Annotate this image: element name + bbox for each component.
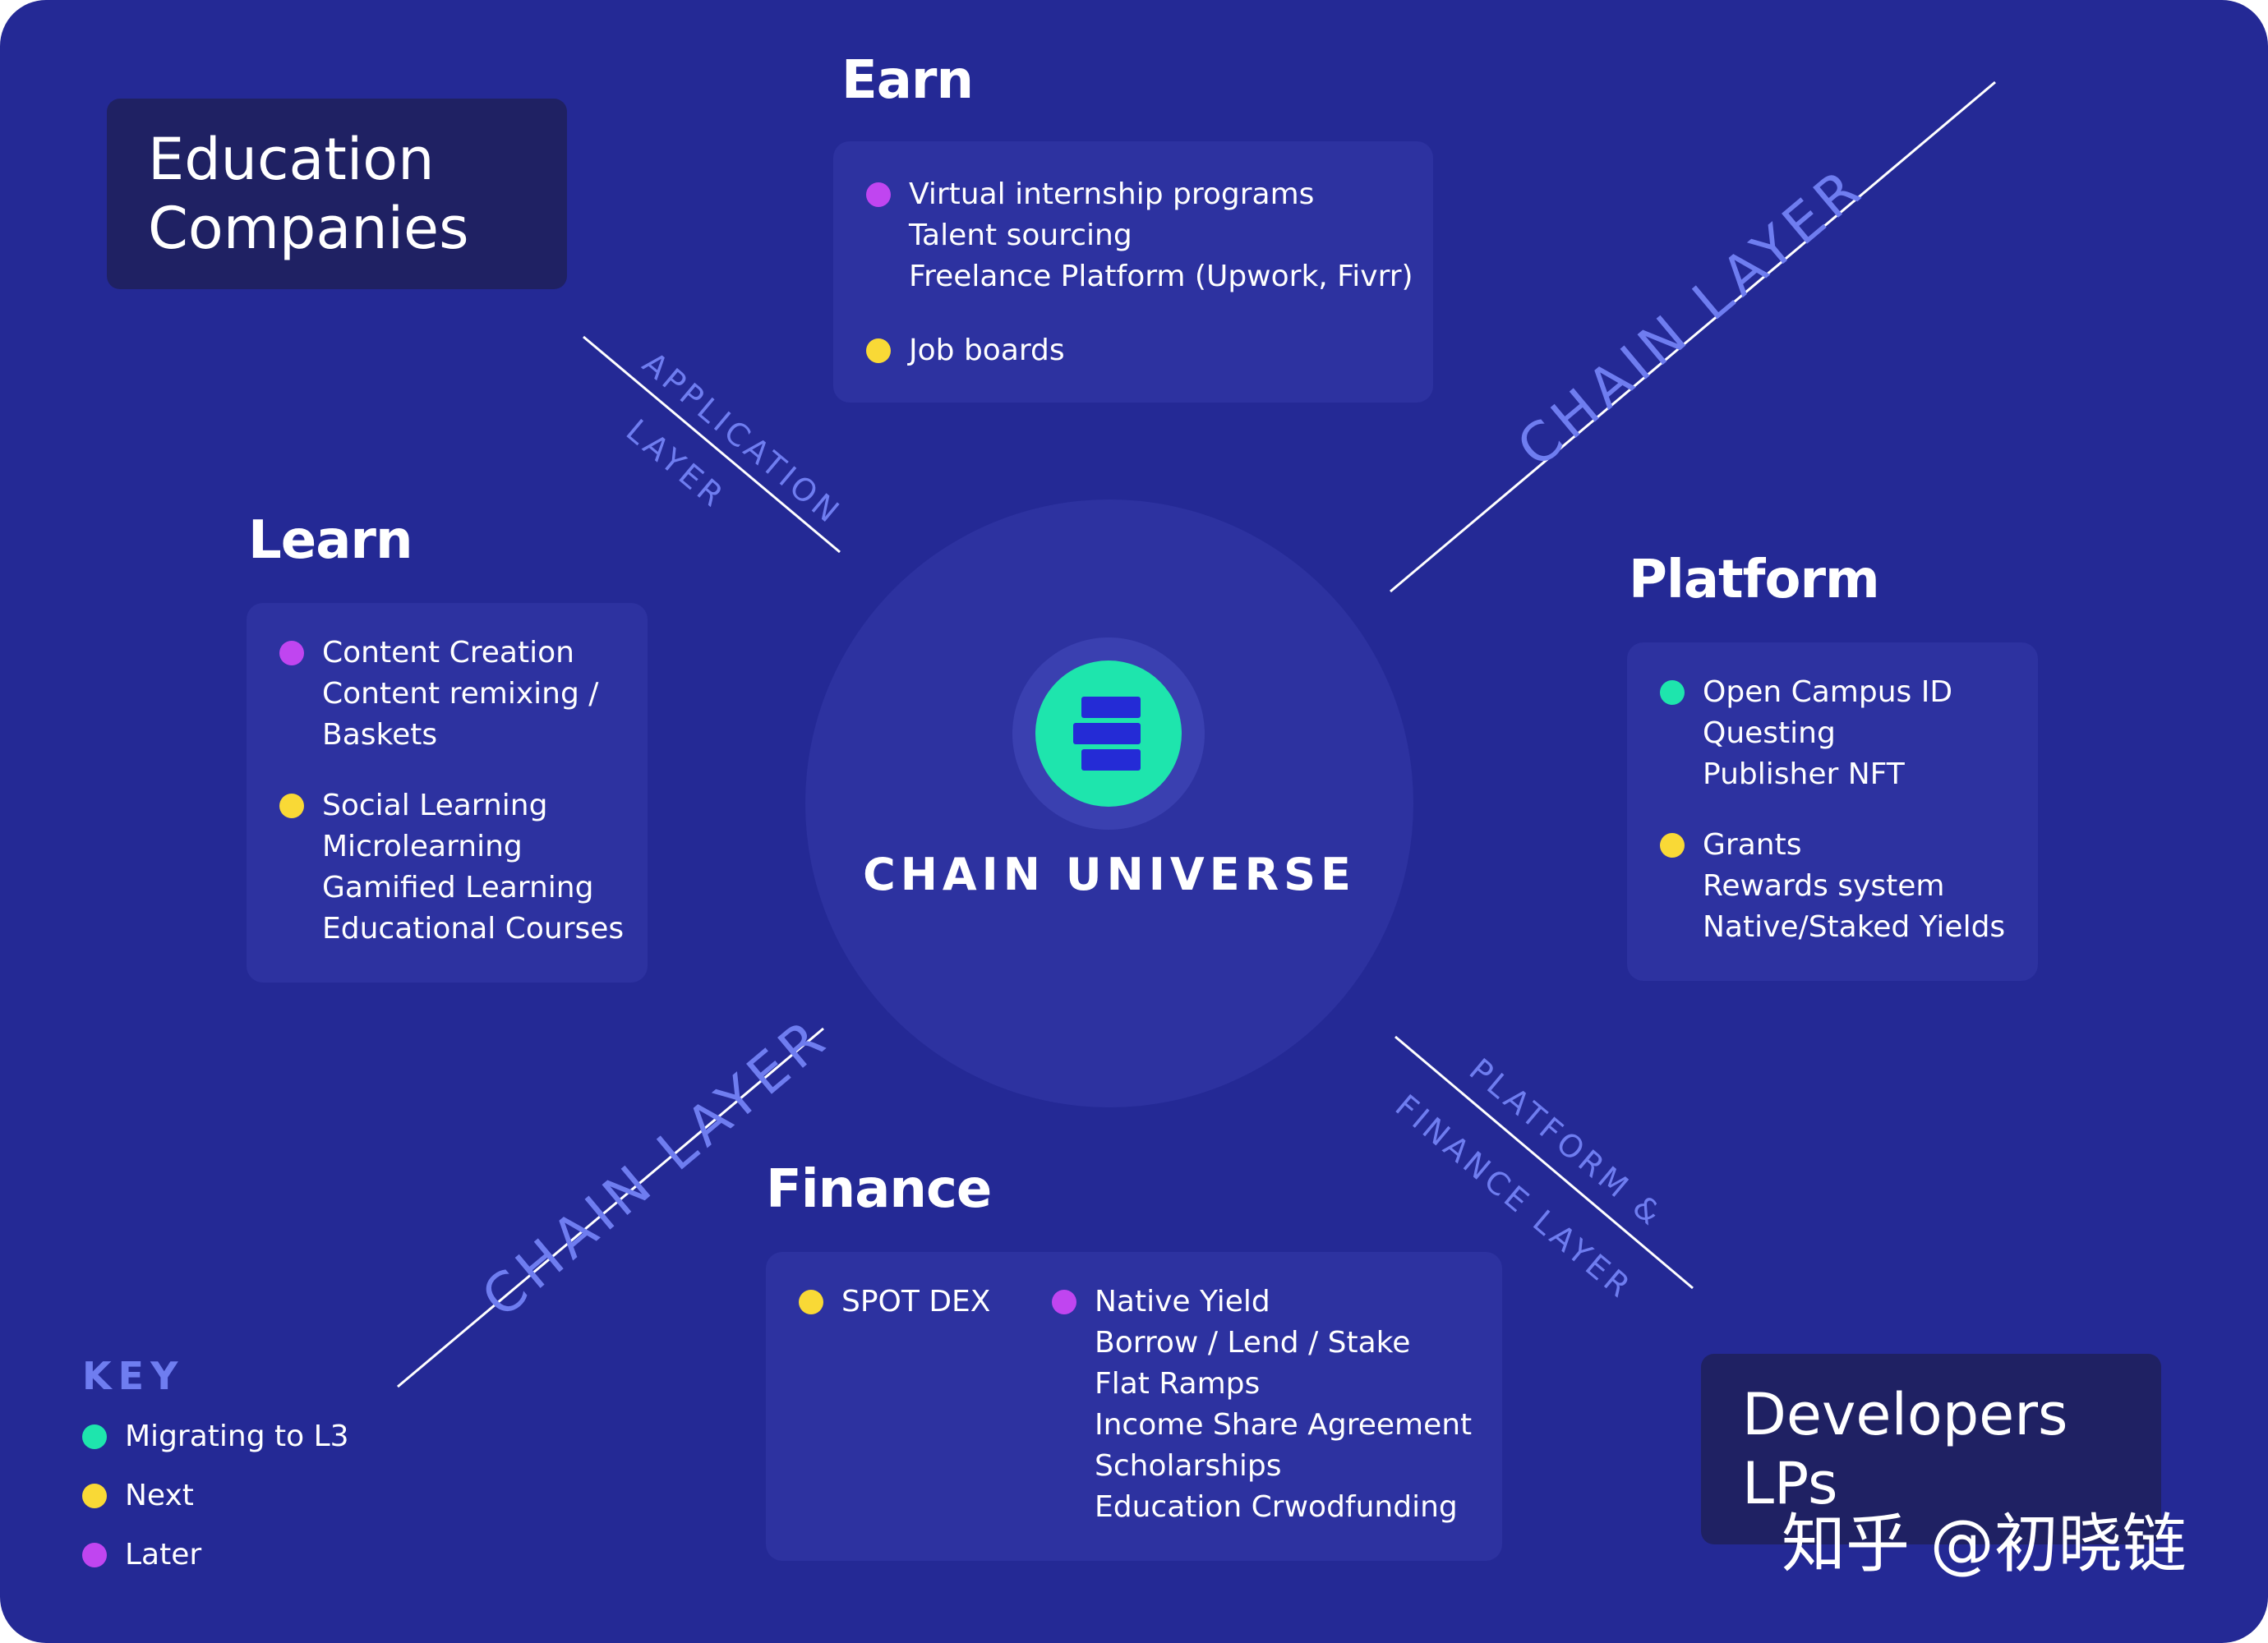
finance-group-next: SPOT DEX [799,1282,991,1323]
list-item: Grants [1703,828,1802,862]
watermark-text: 知乎 @初晓链 [1782,1507,2187,1581]
next-status-dot [1660,833,1685,858]
learn-group-later: Content Creation Content remixing / Bask… [279,633,599,756]
later-status-dot [279,641,304,665]
finance-group-later: Native Yield Borrow / Lend / Stake Flat … [1052,1282,1473,1528]
migrating-status-dot [82,1424,107,1449]
later-status-dot [866,182,891,207]
list-item: Open Campus ID [1703,675,1953,709]
list-item: Rewards system [1703,869,1945,903]
list-item: Publisher NFT [1703,757,1905,791]
next-status-dot [866,338,891,363]
developers-lps-box: Developers LPs [1701,1354,2161,1544]
list-item: Baskets [322,718,438,752]
list-item: Borrow / Lend / Stake [1095,1326,1411,1360]
audience-label: Companies [148,195,469,262]
list-item: Native/Staked Yields [1703,910,2006,944]
later-status-dot [82,1543,107,1567]
audience-label: Developers [1742,1381,2068,1448]
list-item: Social Learning [322,789,548,822]
list-item: Microlearning [322,830,523,863]
next-status-dot [799,1290,823,1314]
list-item: Job boards [909,334,1065,367]
list-item: Flat Ramps [1095,1367,1261,1401]
migrating-status-dot [1660,680,1685,705]
next-status-dot [279,794,304,818]
next-status-dot [82,1484,107,1508]
learn-card: Content Creation Content remixing / Bask… [247,603,648,983]
later-status-dot [1052,1290,1076,1314]
application-layer-line [583,335,841,554]
list-item: Scholarships [1095,1449,1282,1483]
list-item: Education Crwodfunding [1095,1490,1458,1524]
list-item: Freelance Platform (Upwork, Fivrr) [909,260,1413,293]
earn-group-next: Job boards [866,330,1065,371]
platform-group-migrating: Open Campus ID Questing Publisher NFT [1660,672,1953,795]
list-item: Virtual internship programs [909,177,1315,211]
list-item: Content remixing / [322,677,599,711]
list-item: Educational Courses [322,912,625,946]
logo-bar-top [1081,697,1141,718]
platform-finance-layer-line [1394,1035,1694,1290]
list-item: Native Yield [1095,1285,1270,1319]
finance-title: Finance [766,1159,992,1220]
logo-bar-bottom [1081,749,1141,771]
stacked-books-logo-icon [1035,660,1182,807]
list-item: Content Creation [322,636,574,670]
chain-layer-top-line [1390,81,1996,593]
earn-group-later: Virtual internship programs Talent sourc… [866,174,1413,297]
audience-label: Education [148,126,435,193]
key-title: KEY [82,1354,185,1398]
earn-card: Virtual internship programs Talent sourc… [833,141,1433,403]
learn-group-next: Social Learning Microlearning Gamified L… [279,785,625,950]
key-label: Migrating to L3 [125,1420,349,1453]
center-title: CHAIN UNIVERSE [863,849,1356,900]
learn-title: Learn [248,510,413,571]
finance-card: SPOT DEX Native Yield Borrow / Lend / St… [766,1252,1502,1561]
key-label: Next [125,1479,194,1512]
list-item: SPOT DEX [841,1285,991,1319]
list-item: Questing [1703,716,1836,750]
education-companies-box: Education Companies [107,99,567,289]
platform-group-next: Grants Rewards system Native/Staked Yiel… [1660,825,2006,948]
chain-layer-bottom-line [397,1027,824,1388]
platform-title: Platform [1629,550,1880,610]
list-item: Talent sourcing [909,219,1132,252]
key-label: Later [125,1538,202,1572]
list-item: Gamified Learning [322,871,594,904]
list-item: Income Share Agreement [1095,1408,1473,1442]
logo-bar-middle [1073,723,1141,744]
platform-card: Open Campus ID Questing Publisher NFT Gr… [1627,642,2038,981]
audience-label: LPs [1742,1450,1838,1517]
earn-title: Earn [841,50,974,111]
